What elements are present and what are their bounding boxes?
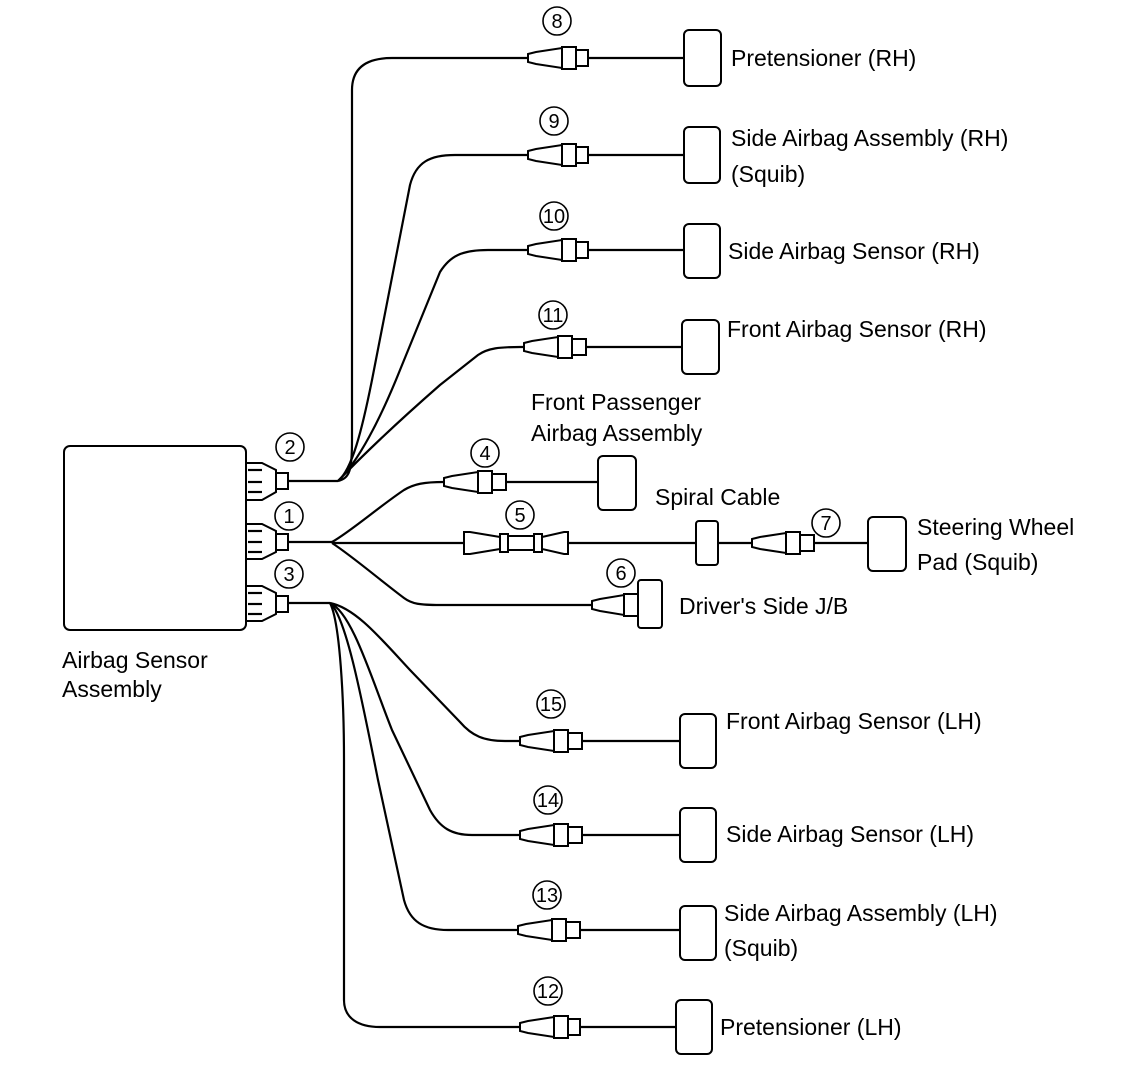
callout-2: 2	[275, 432, 305, 462]
airbag-sensor-box	[63, 445, 247, 631]
steering-wheel-pad-box	[867, 516, 907, 572]
pretensioner-rh-box	[683, 29, 722, 87]
connector-8	[527, 46, 589, 70]
callout-7: 7	[811, 508, 841, 538]
callout-14: 14	[533, 785, 563, 815]
module-connector-3	[245, 585, 289, 622]
airbag-sensor-label-line2: Assembly	[62, 676, 162, 702]
callout-1: 1	[274, 501, 304, 531]
callout-2-number: 2	[284, 437, 295, 459]
callout-6-number: 6	[615, 563, 626, 585]
airbag-sensor-assembly: Airbag Sensor Assembly	[62, 445, 247, 702]
front-passenger-airbag-box	[597, 455, 637, 511]
callout-4: 4	[470, 438, 500, 468]
callout-8: 8	[542, 6, 572, 36]
label-side-airbag-sensor-rh: Side Airbag Sensor (RH)	[728, 238, 980, 264]
connector-9	[527, 143, 589, 167]
side-airbag-sensor-lh-box	[679, 807, 717, 863]
lower-wire-bundle	[288, 601, 680, 1029]
module-connector-1	[245, 523, 289, 560]
label-side-airbag-assembly-lh-line2: (Squib)	[724, 935, 798, 961]
label-front-airbag-sensor-rh: Front Airbag Sensor (RH)	[727, 316, 986, 342]
label-pretensioner-lh: Pretensioner (LH)	[720, 1014, 902, 1040]
label-side-airbag-assembly-lh-line1: Side Airbag Assembly (LH)	[724, 900, 998, 926]
label-pretensioner-rh: Pretensioner (RH)	[731, 45, 916, 71]
connector-6	[591, 593, 639, 617]
label-steering-wheel-line2: Pad (Squib)	[917, 549, 1038, 575]
callout-1-number: 1	[283, 506, 294, 528]
callout-13: 13	[532, 880, 562, 910]
connector-5	[463, 531, 569, 555]
label-spiral-cable: Spiral Cable	[655, 484, 780, 510]
callout-6: 6	[606, 558, 636, 588]
label-front-passenger-line2: Airbag Assembly	[531, 420, 703, 446]
pretensioner-lh-box	[675, 999, 713, 1055]
side-airbag-sensor-rh-box	[683, 223, 721, 279]
callout-3-number: 3	[283, 564, 294, 586]
side-airbag-assembly-lh-box	[679, 905, 717, 961]
label-front-airbag-sensor-lh: Front Airbag Sensor (LH)	[726, 708, 982, 734]
callout-15: 15	[536, 689, 566, 719]
callout-14-number: 14	[537, 790, 559, 812]
label-drivers-side-jb: Driver's Side J/B	[679, 593, 848, 619]
drivers-side-jb-box	[637, 579, 663, 629]
upper-wire-bundle	[288, 56, 528, 483]
callout-11: 11	[538, 300, 568, 330]
label-side-airbag-assembly-rh-line2: (Squib)	[731, 161, 805, 187]
callout-12: 12	[533, 976, 563, 1006]
label-side-airbag-assembly-rh-line1: Side Airbag Assembly (RH)	[731, 125, 1008, 151]
callout-7-number: 7	[820, 513, 831, 535]
label-steering-wheel-line1: Steering Wheel	[917, 514, 1074, 540]
callout-5: 5	[505, 500, 535, 530]
callout-9-number: 9	[548, 111, 559, 133]
front-airbag-sensor-rh-box	[681, 319, 720, 375]
front-airbag-sensor-lh-box	[679, 713, 717, 769]
spiral-cable	[695, 520, 719, 566]
airbag-sensor-label-line1: Airbag Sensor	[62, 647, 208, 673]
callout-5-number: 5	[514, 505, 525, 527]
connector-12	[519, 1015, 581, 1039]
callout-9: 9	[539, 106, 569, 136]
connector-11	[523, 335, 587, 359]
callout-11-number: 11	[543, 305, 564, 327]
label-front-passenger-line1: Front Passenger	[531, 389, 701, 415]
callout-15-number: 15	[540, 694, 562, 716]
callout-8-number: 8	[551, 11, 562, 33]
connector-13	[517, 918, 581, 942]
callout-13-number: 13	[536, 885, 558, 907]
upper-wire-continuations	[586, 56, 684, 349]
connector-4	[443, 470, 507, 494]
middle-wire-bundle	[288, 480, 868, 607]
callout-12-number: 12	[537, 981, 559, 1003]
connector-14	[519, 823, 583, 847]
connector-7	[751, 531, 815, 555]
connector-10	[527, 238, 589, 262]
module-connector-2	[245, 462, 289, 501]
callout-10: 10	[539, 201, 569, 231]
side-airbag-assembly-rh-box	[683, 126, 721, 184]
label-side-airbag-sensor-lh: Side Airbag Sensor (LH)	[726, 821, 974, 847]
callout-10-number: 10	[543, 206, 565, 228]
callout-3: 3	[274, 559, 304, 589]
connector-15	[519, 729, 583, 753]
callout-4-number: 4	[479, 443, 490, 465]
